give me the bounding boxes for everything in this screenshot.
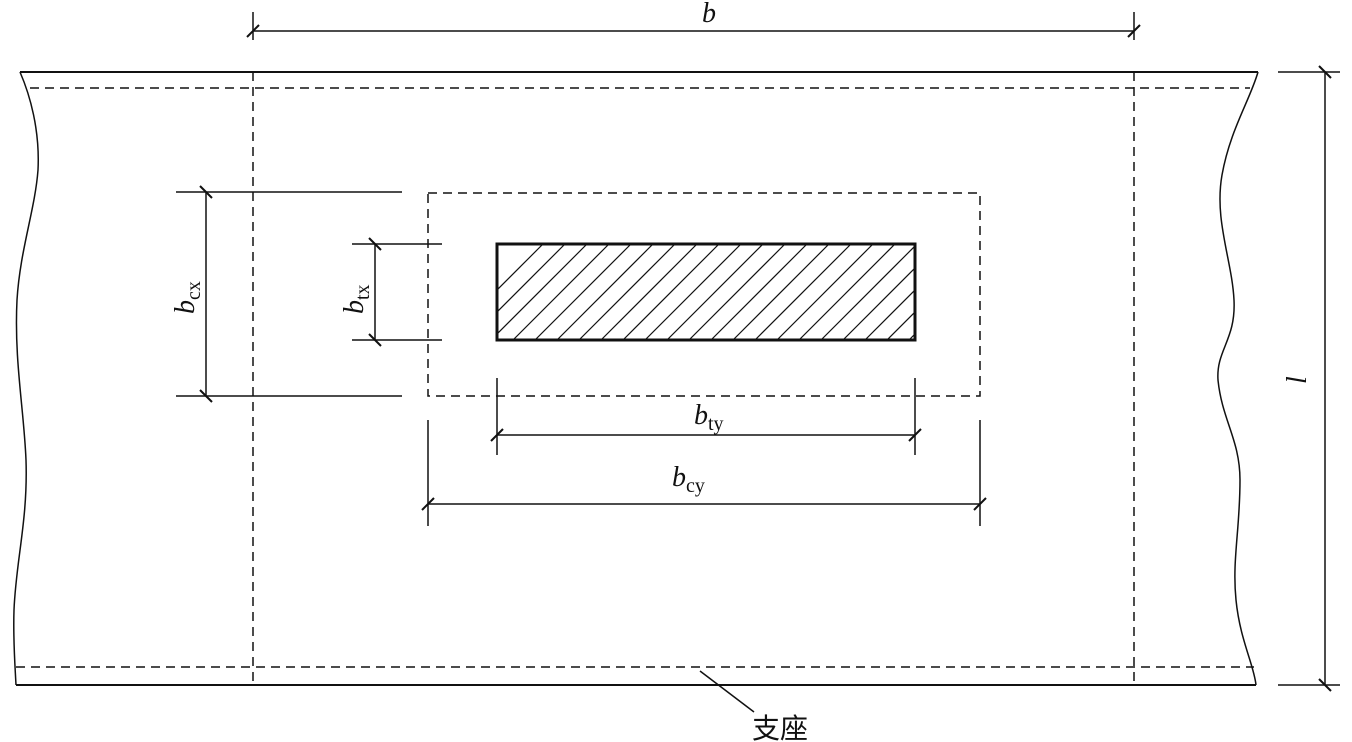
- label-l: l: [1282, 376, 1313, 384]
- dim-l: l: [1278, 65, 1340, 692]
- dashed-lines: [16, 72, 1254, 685]
- support-leader-line: [699, 670, 755, 713]
- label-support: 支座: [752, 712, 808, 742]
- dim-bty: bty: [490, 378, 922, 455]
- slab-right-break-line: [1217, 71, 1259, 686]
- slab-left-break-line: [12, 71, 40, 686]
- load-area-outline: [495, 242, 917, 342]
- label-btx: btx: [339, 284, 374, 314]
- label-bcx: bcx: [170, 281, 205, 314]
- dim-bcx: bcx: [170, 185, 402, 403]
- distribution-area-rect: [427, 192, 981, 397]
- label-bty: bty: [694, 400, 724, 435]
- load-area: [495, 242, 917, 342]
- support-callout: 支座: [699, 670, 808, 742]
- label-bcy: bcy: [672, 462, 705, 497]
- label-b: b: [702, 0, 716, 29]
- dim-b: b: [246, 0, 1141, 40]
- dim-bcy: bcy: [421, 420, 987, 526]
- dim-btx: btx: [339, 237, 442, 347]
- load-area-hatch: [497, 244, 915, 340]
- slab: [12, 71, 1259, 686]
